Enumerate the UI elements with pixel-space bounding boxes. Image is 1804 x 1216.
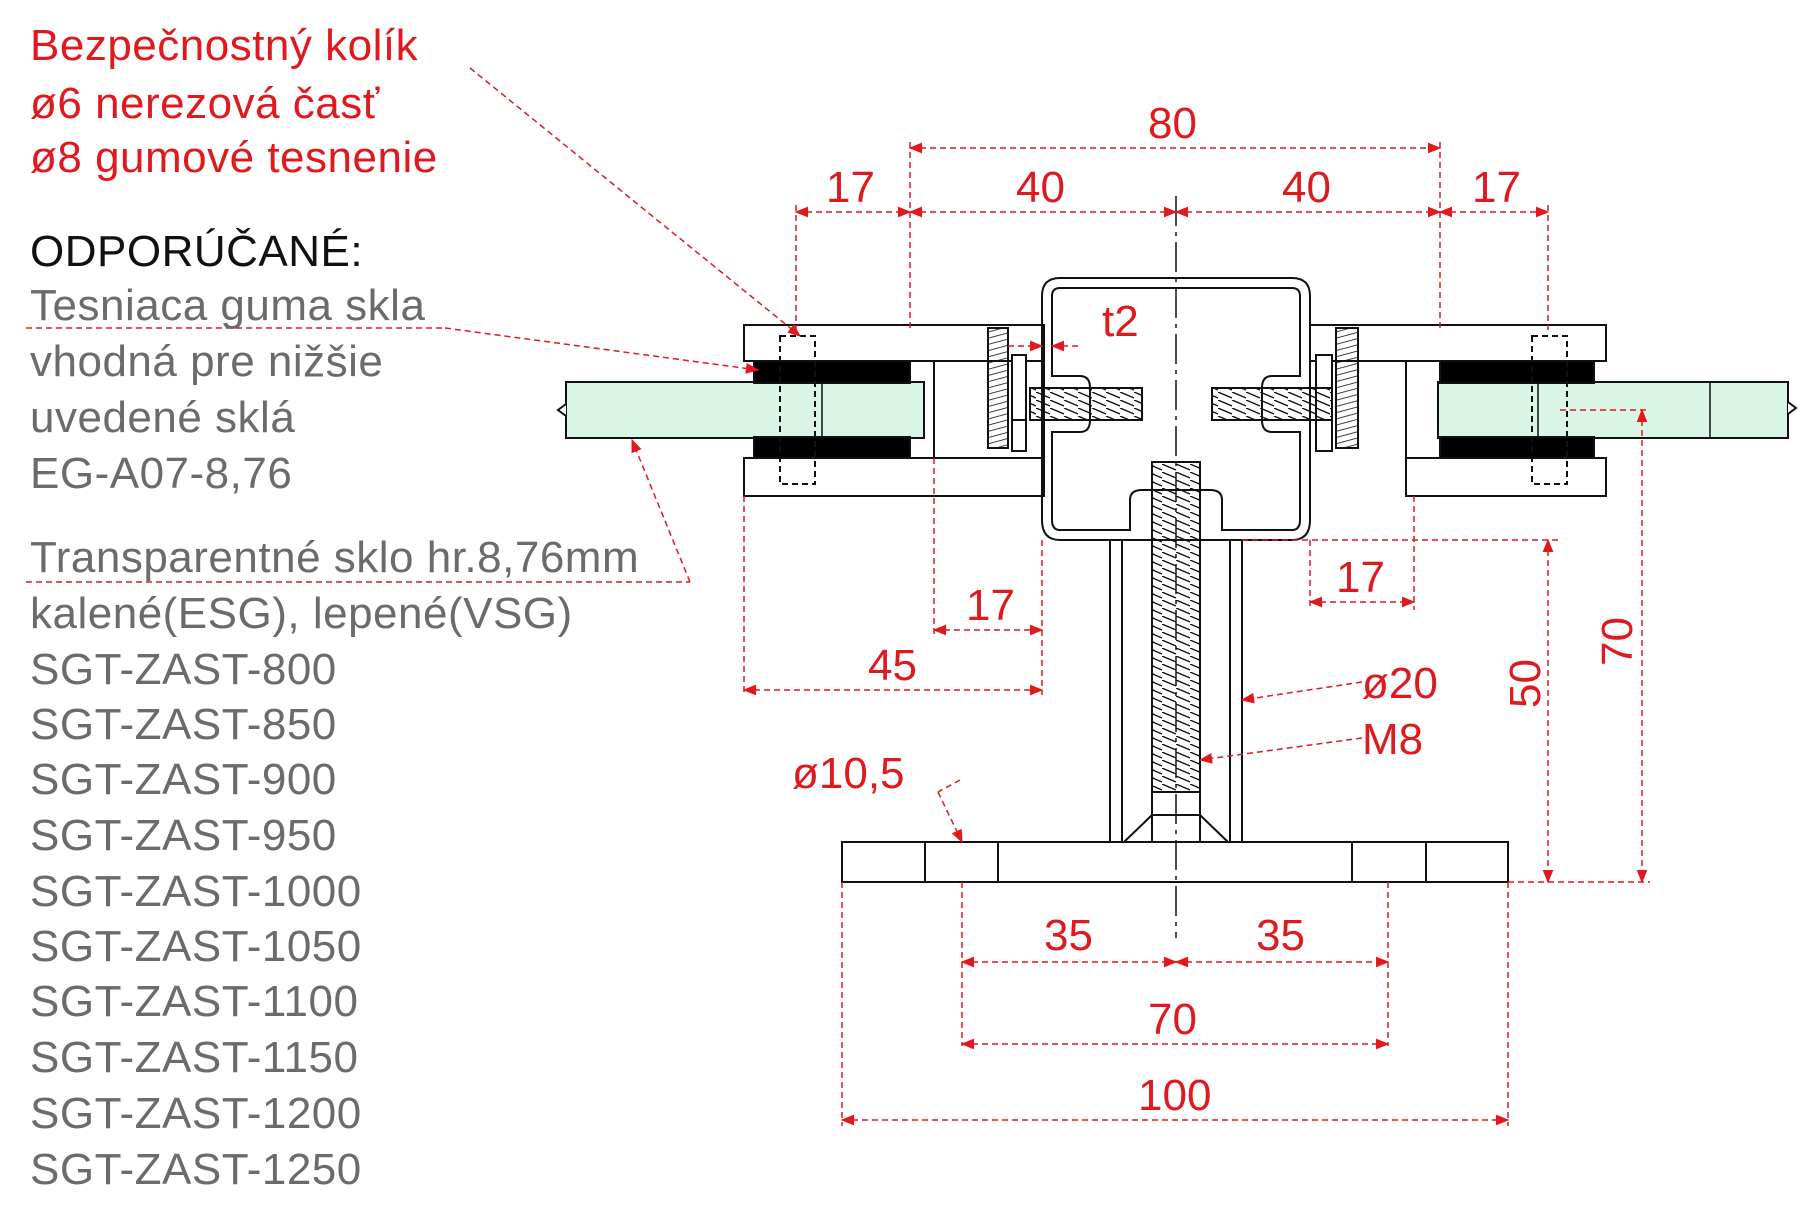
product-item: SGT-ZAST-800 — [30, 645, 337, 694]
dim-base-total: 100 — [1138, 1071, 1212, 1120]
rubber-line-3: uvedené sklá — [30, 393, 296, 442]
product-item: SGT-ZAST-850 — [30, 700, 337, 749]
dim-height-70: 70 — [1593, 617, 1642, 666]
dim-right-gap: 17 — [1336, 553, 1385, 602]
rubber-line-4: EG-A07-8,76 — [30, 449, 293, 498]
product-item: SGT-ZAST-950 — [30, 811, 337, 860]
recommended-title: ODPORÚČANÉ: — [30, 227, 364, 276]
dim-hole-diameter: ø10,5 — [792, 749, 905, 798]
glass-panel-right — [1437, 381, 1798, 439]
pin-line-2: ø8 gumové tesnenie — [30, 133, 438, 182]
dim-wall-thickness: t2 — [1102, 297, 1139, 346]
dim-base-left: 35 — [1044, 911, 1093, 960]
dim-base-right: 35 — [1256, 911, 1305, 960]
pin-title: Bezpečnostný kolík — [30, 21, 419, 70]
dim-tube-diameter: ø20 — [1362, 659, 1438, 708]
product-item: SGT-ZAST-900 — [30, 755, 337, 804]
rubber-line-2: vhodná pre nižšie — [30, 337, 384, 386]
dim-thread: M8 — [1362, 715, 1424, 764]
horizontal-bolts — [1029, 387, 1333, 421]
product-item: SGT-ZAST-1150 — [30, 1033, 359, 1082]
base-plate — [841, 841, 1509, 883]
product-item: SGT-ZAST-1000 — [30, 867, 362, 916]
dim-height-50: 50 — [1501, 659, 1550, 708]
rubber-line-1: Tesniaca guma skla — [30, 281, 426, 330]
dim-top-total: 80 — [1148, 99, 1197, 148]
glass-line-1: Transparentné sklo hr.8,76mm — [30, 533, 640, 582]
product-item: SGT-ZAST-1100 — [30, 977, 359, 1026]
product-item: SGT-ZAST-1050 — [30, 922, 362, 971]
pin-line-1: ø6 nerezová časť — [30, 79, 380, 128]
dim-top-left-inner: 40 — [1016, 163, 1065, 212]
dim-top-right-inner: 40 — [1282, 163, 1331, 212]
product-item: SGT-ZAST-1250 — [30, 1145, 362, 1194]
clamp-right — [1309, 324, 1607, 497]
dim-top-right-outer: 17 — [1472, 163, 1521, 212]
product-item: SGT-ZAST-1200 — [30, 1089, 362, 1138]
dim-base-holes: 70 — [1148, 995, 1197, 1044]
dim-top-left-outer: 17 — [826, 163, 875, 212]
glass-line-2: kalené(ESG), lepené(VSG) — [30, 589, 573, 638]
glass-panel-left — [556, 381, 925, 439]
square-tube — [1041, 277, 1311, 541]
dimension-lines — [26, 67, 1650, 1126]
dim-left-overhang: 45 — [868, 641, 917, 690]
dim-left-gap: 17 — [966, 581, 1015, 630]
